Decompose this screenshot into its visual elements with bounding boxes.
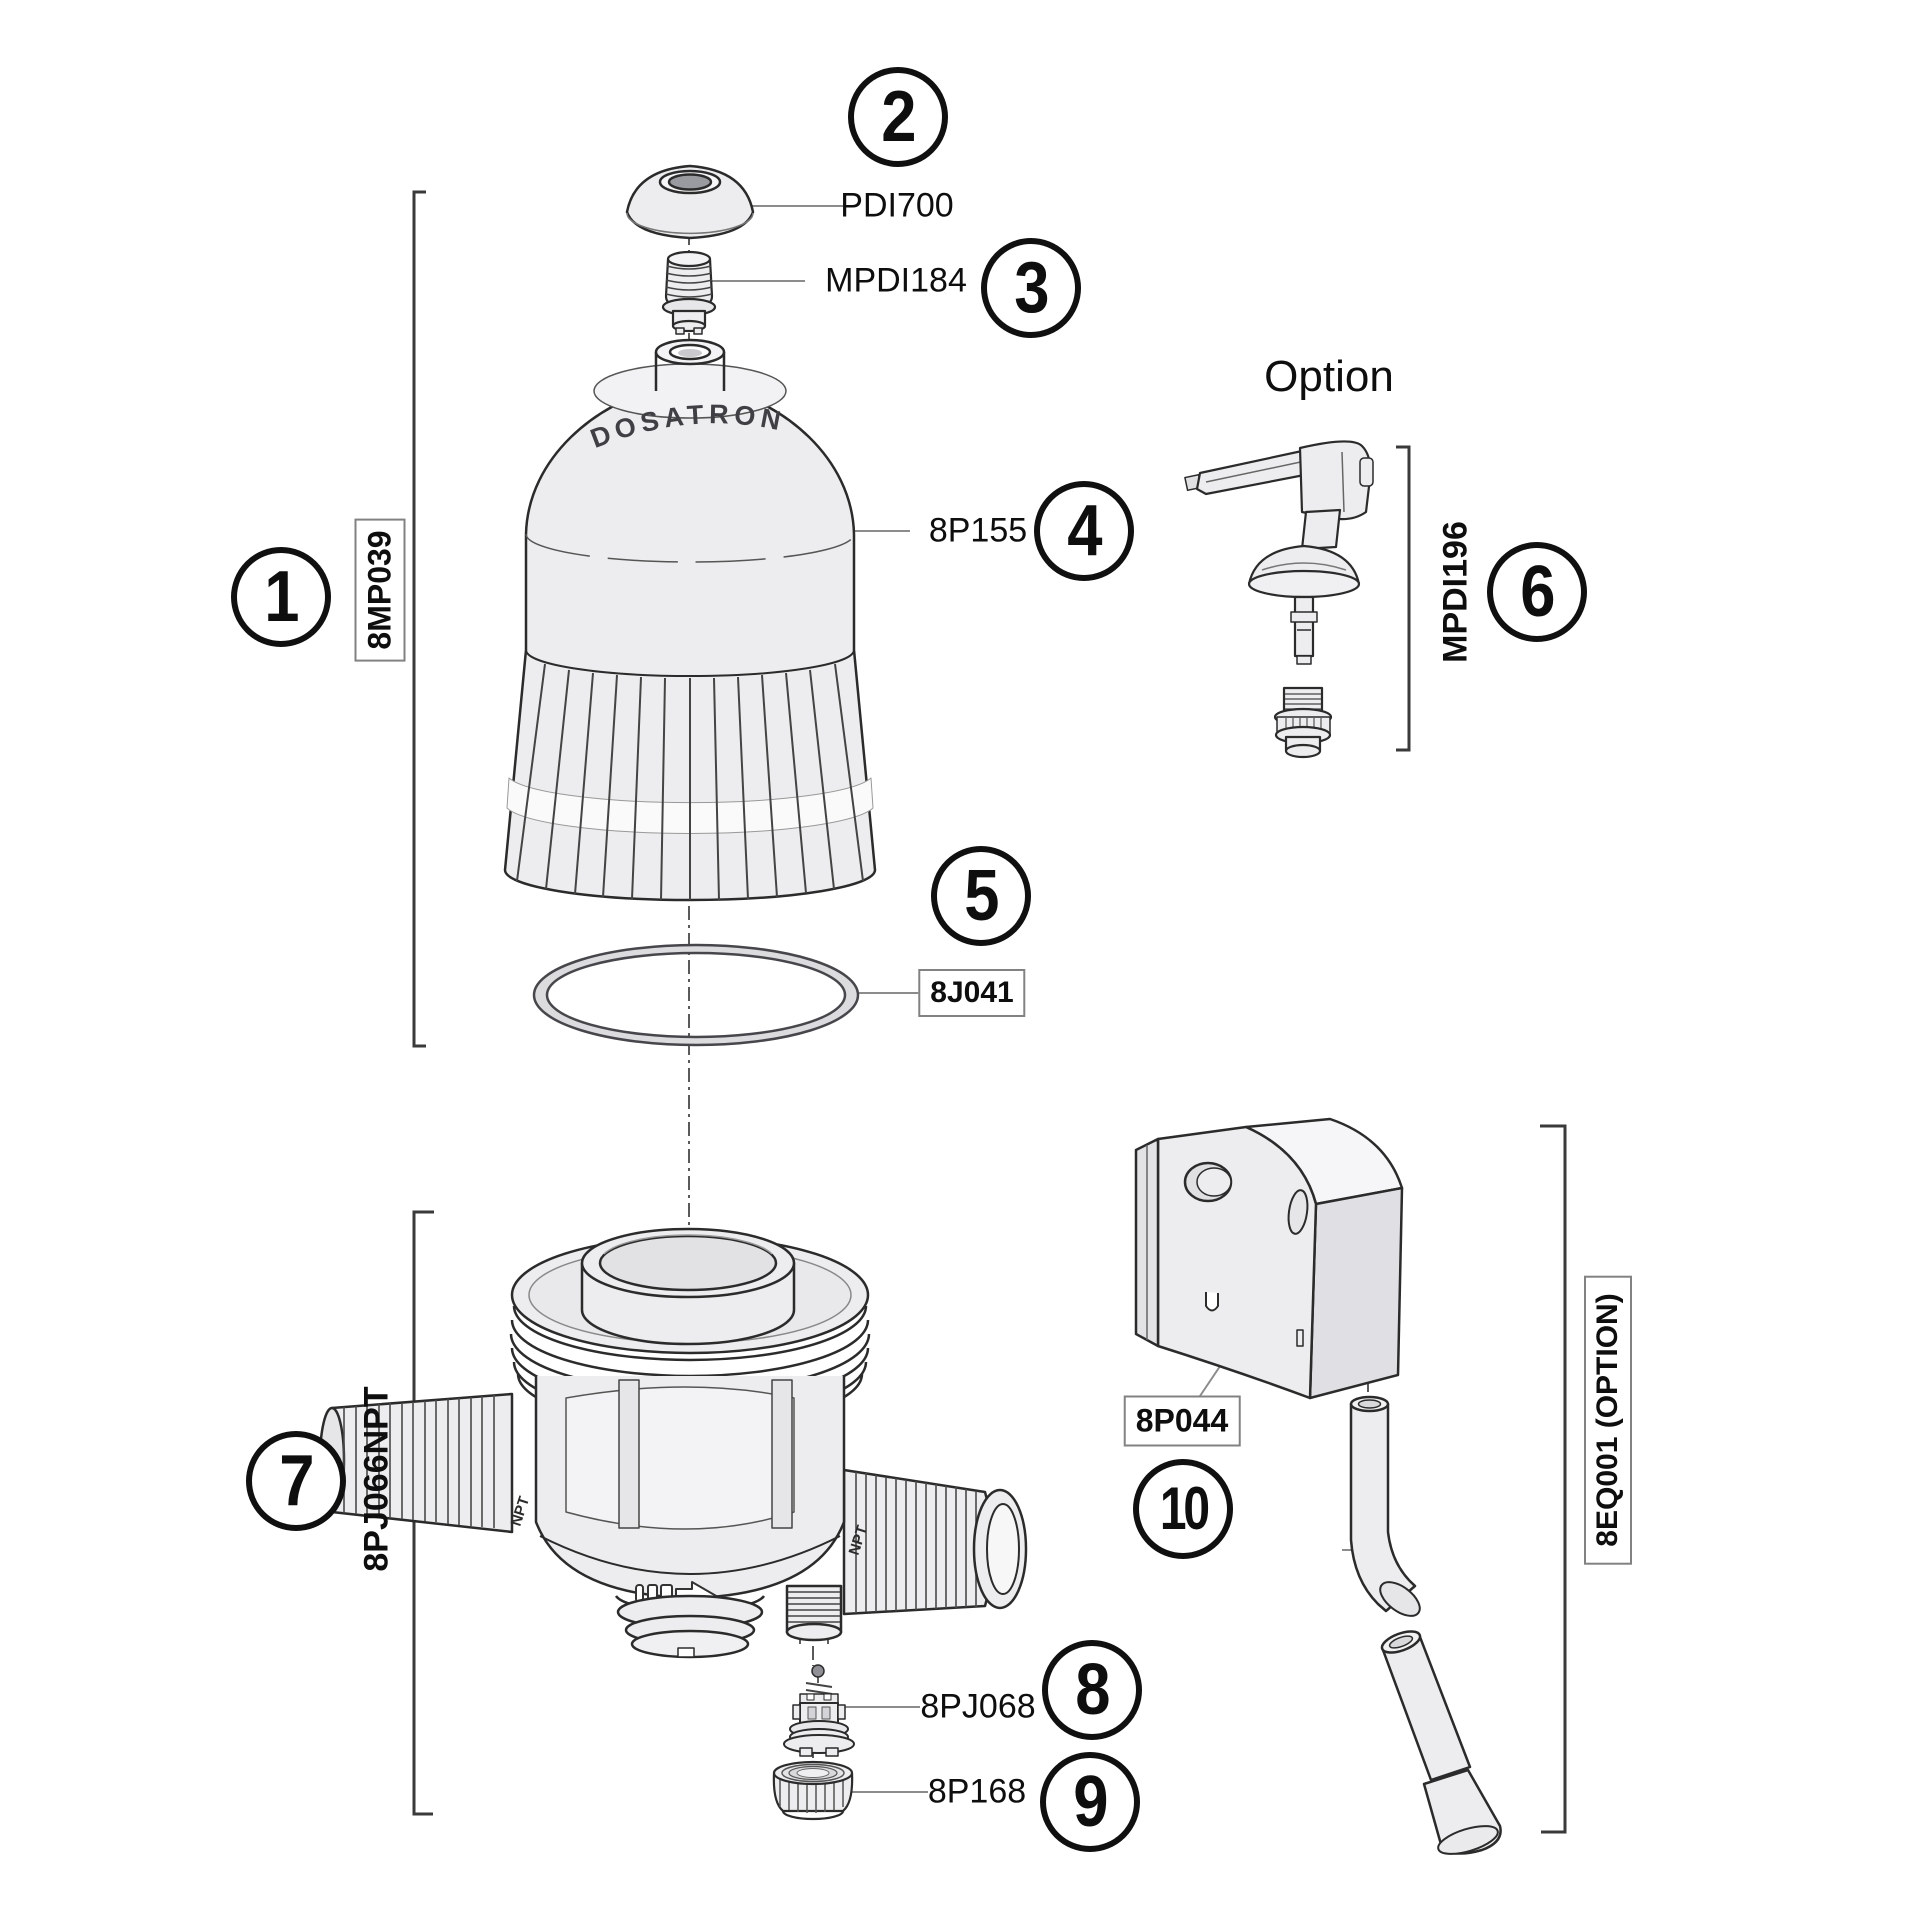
part-label-mpdi184: MPDI184 <box>825 261 967 300</box>
part-label-8mp039: 8MP039 <box>354 518 406 662</box>
callout-4: 4 <box>1034 481 1134 581</box>
part-valve-mpdi184 <box>661 250 717 335</box>
part-label-8pj066npt: 8PJ066NPT <box>357 1386 396 1572</box>
callout-1: 1 <box>231 547 331 647</box>
part-label-mpdi196: MPDI196 <box>1436 521 1475 663</box>
bracket-group-8eq001 <box>1540 1124 1567 1834</box>
bracket-group-6 <box>1396 445 1411 752</box>
part-cap-pdi700 <box>625 164 755 240</box>
bracket-group-1 <box>412 190 426 1048</box>
callout-2: 2 <box>848 67 948 167</box>
part-injector-mpdi196 <box>1184 440 1374 759</box>
part-label-8eq001: 8EQ001 (OPTION) <box>1584 1275 1632 1565</box>
callout-5: 5 <box>931 846 1031 946</box>
part-label-8p168: 8P168 <box>927 1772 1027 1811</box>
part-label-8p155: 8P155 <box>928 511 1028 550</box>
part-suction-tube <box>1349 1395 1502 1855</box>
callout-6: 6 <box>1487 542 1587 642</box>
part-body-8pj066npt: NPT NPT <box>318 1227 1028 1659</box>
part-label-8j041: 8J041 <box>918 969 1026 1017</box>
group-brackets <box>412 190 1567 1834</box>
part-valve-8pj068 <box>783 1664 855 1757</box>
callout-7: 7 <box>246 1431 346 1531</box>
callout-8: 8 <box>1042 1640 1142 1740</box>
part-nut-8p168 <box>772 1760 854 1821</box>
callout-10: 10 <box>1133 1459 1233 1559</box>
callout-3: 3 <box>981 238 1081 338</box>
part-bell-8p155: DOSATRON <box>503 338 877 902</box>
option-heading: Option <box>1264 352 1394 401</box>
part-oring-8j041 <box>532 943 860 1047</box>
callout-9: 9 <box>1040 1752 1140 1852</box>
part-label-8p044: 8P044 <box>1123 1395 1241 1447</box>
part-bracket-8p044 <box>1134 1117 1404 1400</box>
part-label-pdi700: PDI700 <box>840 186 954 225</box>
part-label-8pj068: 8PJ068 <box>920 1687 1036 1726</box>
